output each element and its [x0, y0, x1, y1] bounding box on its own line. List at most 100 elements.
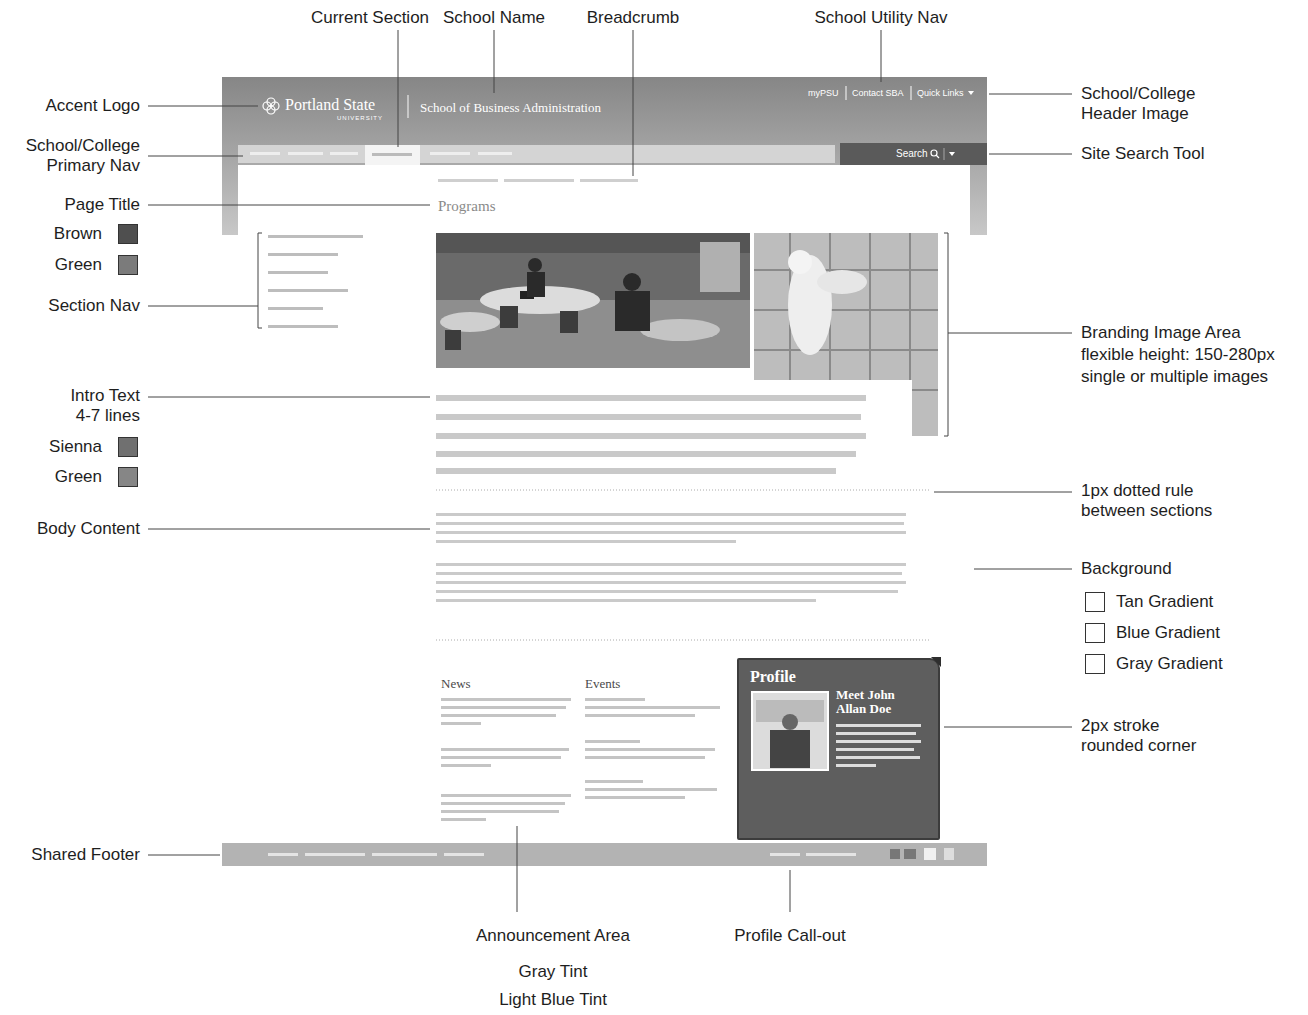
footer-text — [806, 853, 856, 856]
news-text — [441, 764, 491, 767]
events-text — [585, 748, 715, 751]
logo-petal — [263, 102, 271, 110]
profile-text — [836, 740, 921, 743]
callout-label: Light Blue Tint — [473, 990, 633, 1010]
leader-line — [974, 569, 1072, 570]
section-nav-item — [268, 271, 328, 274]
leader-line — [398, 30, 399, 147]
utility-link: Quick Links — [917, 88, 964, 99]
events-text — [585, 706, 720, 709]
leader-line — [989, 94, 1072, 95]
section-nav-item — [268, 325, 338, 328]
events-text — [585, 780, 643, 783]
callout-label: School Utility Nav — [791, 8, 971, 28]
intro-text — [436, 414, 861, 420]
news-text — [441, 802, 565, 805]
section-nav-item — [268, 307, 323, 310]
nav-item — [288, 152, 323, 155]
logo-divider — [407, 95, 408, 118]
photo-person — [528, 258, 542, 272]
callout-label: Shared Footer — [0, 845, 140, 865]
current-tab — [365, 145, 420, 165]
photo-person — [623, 273, 641, 291]
profile-heading: Profile — [750, 668, 796, 686]
footer-text — [372, 853, 437, 856]
profile-photo — [752, 692, 828, 770]
callout-label: School/College Header Image — [1081, 84, 1221, 124]
body-text — [436, 522, 904, 525]
body-text — [436, 531, 906, 534]
utility-divider — [910, 86, 911, 100]
legend-text: Tan Gradient — [1116, 592, 1286, 612]
leader-line — [934, 492, 1072, 493]
content-text — [436, 395, 930, 821]
utility-link: myPSU — [808, 88, 839, 99]
events-text — [585, 788, 717, 791]
leader-lines — [148, 30, 1072, 912]
leader-line — [148, 156, 243, 157]
legend-text: Sienna — [12, 437, 102, 457]
photo-statue — [817, 270, 867, 294]
callout-label: Page Title — [10, 195, 140, 215]
search-icon-handle — [936, 155, 939, 158]
footer-text — [268, 853, 298, 856]
legend-text: Green — [12, 467, 102, 487]
news-text — [441, 706, 566, 709]
section-nav-item — [268, 289, 348, 292]
gradient-checkbox — [1085, 623, 1105, 643]
news-text — [441, 756, 561, 759]
section-nav-item — [268, 235, 363, 238]
nav-item — [250, 152, 280, 155]
nav-item — [372, 153, 412, 156]
nav-bar — [238, 145, 835, 163]
photo-table — [440, 312, 500, 332]
dropdown-arrow — [949, 152, 955, 156]
leader-line — [517, 826, 518, 912]
profile-text — [836, 756, 920, 759]
leader-line — [881, 30, 882, 82]
callout-label: Body Content — [0, 519, 140, 539]
logo-wordmark: Portland State — [285, 96, 375, 114]
nav-item — [478, 152, 512, 155]
breadcrumb-text — [580, 179, 638, 182]
callout-label: Site Search Tool — [1081, 144, 1281, 164]
photo-person — [527, 272, 545, 297]
footer-icon — [924, 848, 936, 860]
color-swatch — [118, 467, 138, 487]
news-text — [441, 810, 559, 813]
photo-ground — [436, 233, 750, 368]
callout-label: Announcement Area — [453, 926, 653, 946]
gradient-checkbox — [1085, 592, 1105, 612]
color-swatch — [118, 437, 138, 457]
callout-label: Profile Call-out — [710, 926, 870, 946]
white-page-panel — [238, 165, 970, 236]
photo-person — [615, 291, 650, 331]
news-text — [441, 698, 571, 701]
leader-line — [948, 333, 1072, 334]
callout-label: Gray Tint — [483, 962, 623, 982]
leader-line — [148, 529, 430, 530]
footer-bar — [222, 843, 987, 866]
page-panel — [238, 165, 970, 236]
utility-divider — [845, 86, 846, 100]
callout-label: Background — [1081, 559, 1221, 579]
news-text — [441, 748, 569, 751]
callout-label: School/College Primary Nav — [5, 136, 140, 176]
photo-chair — [500, 306, 518, 328]
leader-line — [989, 154, 1072, 155]
intro-text — [436, 433, 866, 439]
gradient-checkbox — [1085, 654, 1105, 674]
callout-label: Current Section — [285, 8, 455, 28]
logo-subtitle: UNIVERSITY — [337, 115, 383, 122]
photo-window — [700, 242, 740, 292]
school-name: School of Business Administration — [420, 100, 601, 116]
photo-table — [640, 319, 720, 341]
announcement-heading: Events — [585, 676, 665, 692]
shared-footer-bar — [222, 843, 987, 866]
leader-line — [790, 870, 791, 912]
profile-decoration — [752, 657, 941, 770]
profile-photo-person — [770, 730, 810, 768]
search-divider — [943, 148, 944, 160]
events-text — [585, 698, 645, 701]
